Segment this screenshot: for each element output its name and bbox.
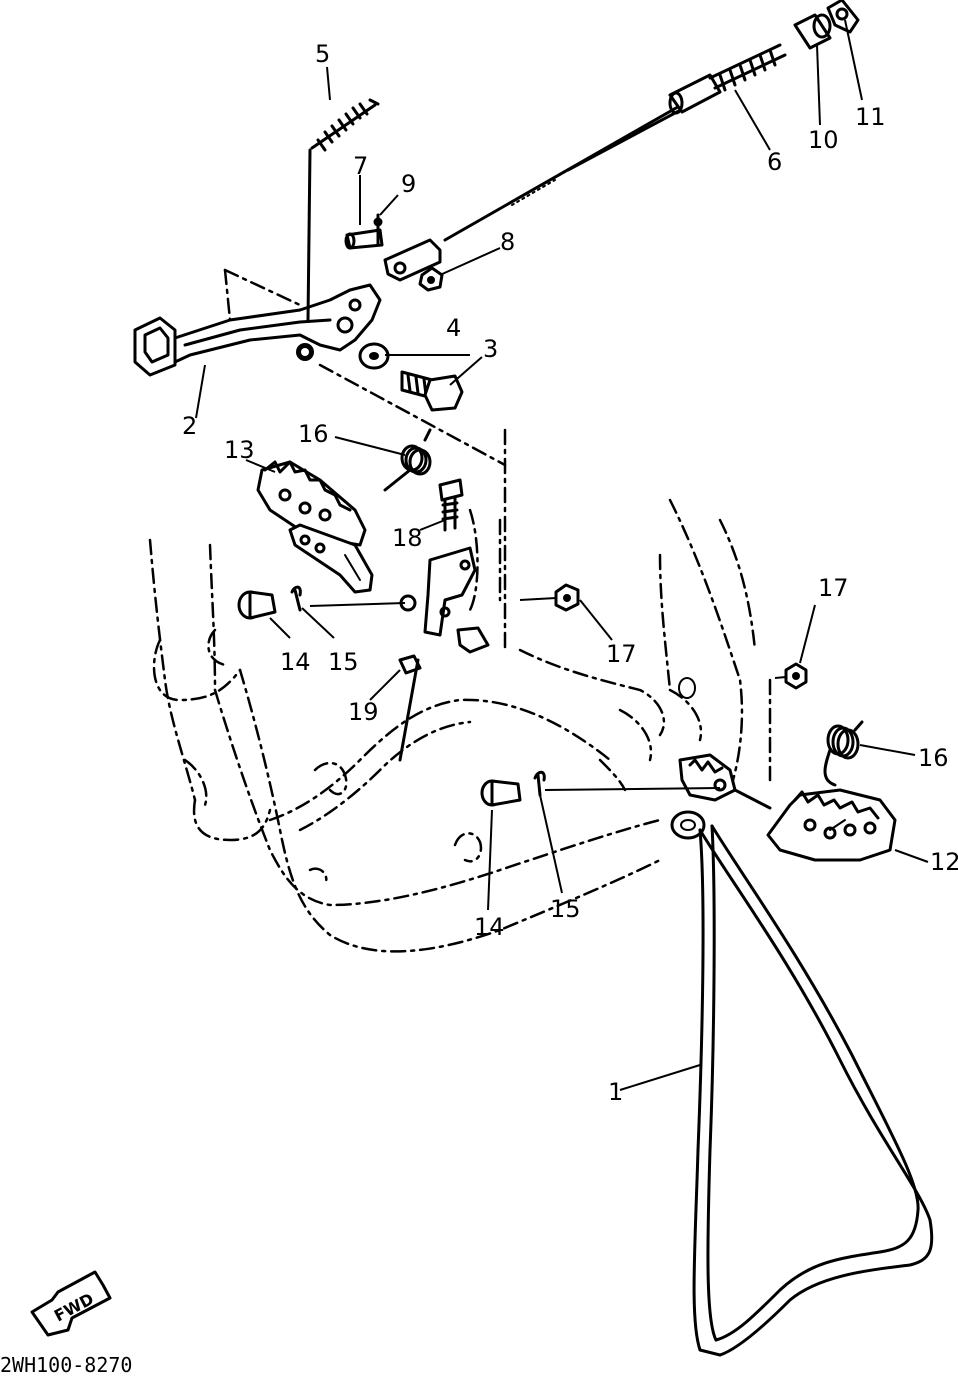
footpeg-nuts xyxy=(519,583,808,690)
callout-3: 3 xyxy=(483,335,498,363)
callout-2: 2 xyxy=(182,412,197,440)
forward-direction-badge: FWD xyxy=(30,1270,112,1337)
callout-12: 12 xyxy=(930,848,958,876)
callout-7: 7 xyxy=(353,152,368,180)
callout-14-left: 14 xyxy=(280,648,311,676)
callout-17-right: 17 xyxy=(818,574,849,602)
right-footpeg xyxy=(766,788,897,862)
callout-labels: 1 2 3 4 5 6 7 8 9 10 11 12 13 14 14 15 1… xyxy=(182,40,958,1106)
right-footpeg-bracket xyxy=(678,753,772,810)
callout-18: 18 xyxy=(392,524,423,552)
right-footpeg-spring xyxy=(823,720,864,787)
pin-and-clip xyxy=(793,0,860,50)
callout-17-left: 17 xyxy=(606,640,637,668)
pedal-return-spring xyxy=(306,98,380,322)
callout-9: 9 xyxy=(401,170,416,198)
callout-16-left: 16 xyxy=(298,420,329,448)
pivot-bolt-and-washer xyxy=(358,342,464,412)
callout-5: 5 xyxy=(315,40,330,68)
callout-14-right: 14 xyxy=(474,913,505,941)
callout-15-right: 15 xyxy=(550,895,581,923)
brake-rod xyxy=(443,43,787,242)
callout-1: 1 xyxy=(608,1078,623,1106)
callout-13: 13 xyxy=(224,436,255,464)
callout-16-right: 16 xyxy=(918,744,949,772)
callout-4: 4 xyxy=(446,314,461,342)
right-pin-and-cotter xyxy=(480,770,721,807)
callout-15-left: 15 xyxy=(328,648,359,676)
callout-6: 6 xyxy=(767,148,782,176)
left-footpeg-spring xyxy=(383,428,432,492)
callout-11: 11 xyxy=(855,103,886,131)
frame-outline xyxy=(148,268,772,953)
left-pin-and-cotter xyxy=(237,585,417,620)
brake-rod-clevis xyxy=(344,213,444,292)
brake-pedal xyxy=(133,283,382,377)
leader-lines xyxy=(195,19,929,1091)
footpeg-bracket xyxy=(398,478,490,762)
side-stand xyxy=(670,810,934,1357)
callout-19: 19 xyxy=(348,698,379,726)
diagram-reference-code: 2WH100-8270 xyxy=(0,1353,132,1376)
callout-10: 10 xyxy=(808,126,839,154)
left-footpeg xyxy=(256,460,374,594)
callout-8: 8 xyxy=(500,228,515,256)
